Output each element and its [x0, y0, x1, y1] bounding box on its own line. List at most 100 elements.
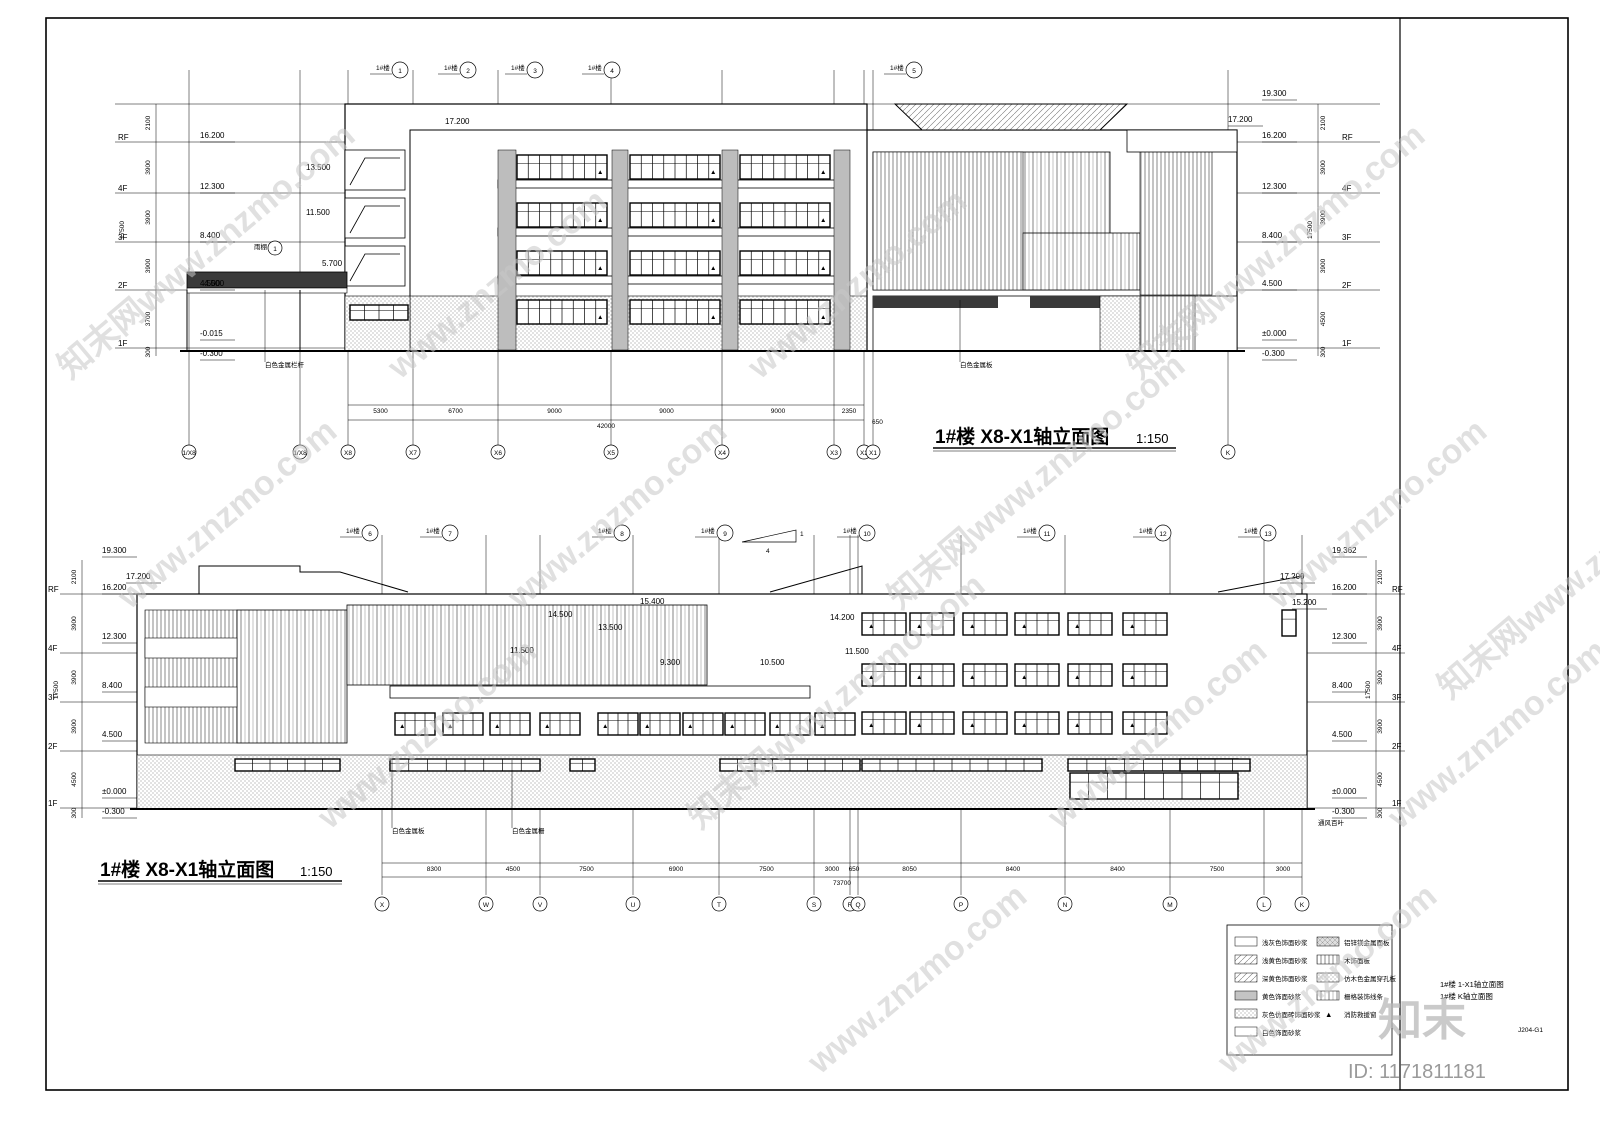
level-mark-right: -0.300: [1332, 807, 1355, 816]
rescue-window-icon: ▲: [729, 723, 735, 730]
level-mark-mid: 15.400: [640, 597, 665, 606]
dim-left: 3700: [145, 311, 152, 326]
dim-bottom: 650: [849, 866, 860, 873]
svg-text:5: 5: [912, 68, 916, 75]
svg-text:L: L: [1262, 902, 1266, 909]
axis-bubble: P: [953, 896, 969, 912]
window-bottom-2-4: [1067, 711, 1113, 735]
level-mark-canopy: 4.500: [204, 279, 225, 288]
material-legend: 浅灰色饰面砂浆铝锌镁金属面板浅黄色饰面砂浆木饰面板深黄色饰面砂浆仿木色金属穿孔板…: [1226, 924, 1397, 1056]
detail-tag: 1#楼 8: [592, 524, 631, 542]
dim-left: 300: [145, 346, 152, 357]
roof-slope-marker: 14: [741, 529, 804, 555]
bottom-elevation: ▲▲▲▲▲▲▲▲▲▲▲▲▲▲▲▲▲▲▲▲▲▲▲▲▲▲▲▲: [60, 535, 1405, 895]
svg-text:9: 9: [723, 531, 727, 538]
level-mark-mid: 10.500: [760, 658, 785, 667]
axis-bubble: U: [625, 896, 641, 912]
floor-label-left: 1F: [118, 339, 127, 348]
window-top-stair: [349, 304, 409, 321]
svg-text:雨棚: 雨棚: [254, 242, 268, 251]
window-bottom-2-0: [861, 711, 907, 735]
window-bottom-1-2: [962, 663, 1008, 687]
titleblock-line1: 1#楼 1-X1轴立面图: [1440, 979, 1504, 989]
total-height-right: 17500: [1365, 681, 1372, 699]
dim-left: 2100: [145, 115, 152, 130]
window-bottom-2f-0: [394, 712, 436, 736]
dim-bottom: 3000: [825, 866, 840, 873]
level-mark-left: 8.400: [200, 231, 221, 240]
rescue-window-icon: ▲: [1021, 722, 1027, 729]
axis-bubble: K: [1294, 896, 1310, 912]
floor-label-left: RF: [48, 585, 59, 594]
level-mark-mid: 11.500: [510, 646, 534, 655]
dim-left: 3900: [71, 719, 78, 734]
dim-bottom: 5300: [373, 408, 388, 415]
svg-text:4: 4: [766, 548, 770, 555]
rescue-window-icon: ▲: [447, 723, 453, 730]
sheet-border: [45, 17, 1569, 1091]
rescue-window-icon: ▲: [774, 723, 780, 730]
svg-text:P: P: [959, 902, 963, 909]
svg-text:1#楼: 1#楼: [588, 63, 602, 72]
svg-text:X7: X7: [409, 450, 417, 457]
rescue-window-icon: ▲: [820, 169, 826, 176]
window-top-1-1: [629, 202, 721, 228]
window-bottom-1f-1: [389, 758, 541, 772]
svg-text:X: X: [380, 902, 385, 909]
rescue-window-icon: ▲: [819, 723, 825, 730]
level-mark-right: 8.400: [1332, 681, 1353, 690]
level-mark-right: ±0.000: [1332, 787, 1357, 796]
window-bottom-1-1: [909, 663, 955, 687]
axis-bubble: M: [1162, 896, 1178, 912]
window-top-1-0: [516, 202, 608, 228]
window-bottom-1f-3: [719, 758, 861, 772]
window-bottom-2f-6: [682, 712, 724, 736]
floor-label-right: 1F: [1342, 339, 1351, 348]
window-top-0-0: [516, 154, 608, 180]
level-mark-right: 17.200: [1280, 572, 1305, 581]
axis-bubble: N: [1057, 896, 1073, 912]
window-top-2-1: [629, 250, 721, 276]
rescue-window-icon: ▲: [916, 722, 922, 729]
window-top-3-0: [516, 299, 608, 325]
dim-right: 2100: [1320, 115, 1327, 130]
floor-label-left: 2F: [118, 281, 127, 290]
window-bottom-2-1: [909, 711, 955, 735]
axis-bubble: 1/X8: [292, 444, 308, 460]
svg-text:2: 2: [466, 68, 470, 75]
dim-right: 3900: [1320, 210, 1327, 225]
total-height-right: 17500: [1307, 221, 1314, 239]
svg-text:K: K: [1226, 450, 1231, 457]
window-bottom-2f-8: [769, 712, 811, 736]
level-mark-mid: 17.200: [445, 117, 470, 126]
dim-bottom: 7500: [759, 866, 774, 873]
rescue-window-icon: ▲: [969, 722, 975, 729]
floor-label-left: 3F: [48, 693, 57, 702]
svg-text:1: 1: [800, 531, 804, 538]
dim-left: 4500: [71, 772, 78, 787]
dim-right: 3900: [1377, 616, 1384, 631]
rescue-window-icon: ▲: [687, 723, 693, 730]
svg-text:8: 8: [620, 531, 624, 538]
axis-bubble: X4: [714, 444, 730, 460]
dim-bottom: 3000: [1276, 866, 1291, 873]
svg-text:1#楼: 1#楼: [598, 526, 612, 535]
svg-text:1#楼: 1#楼: [511, 63, 525, 72]
axis-bubble: Q: [850, 896, 866, 912]
window-bottom-0-5: [1122, 612, 1168, 636]
rescue-window-icon: ▲: [710, 314, 716, 321]
titleblock-line2: 1#楼 K轴立面图: [1440, 991, 1493, 1001]
rescue-window-icon: ▲: [597, 265, 603, 272]
bottom-elevation-title: 1#楼 X8-X1轴立面图: [100, 858, 274, 881]
level-mark-right: 16.200: [1262, 131, 1287, 140]
legend-item: 铝锌镁金属面板: [1316, 936, 1390, 947]
dim-left: 3900: [71, 670, 78, 685]
rescue-window-icon: ▲: [494, 723, 500, 730]
svg-text:10: 10: [863, 531, 871, 538]
floor-label-right: 4F: [1342, 184, 1351, 193]
svg-text:1#楼: 1#楼: [843, 526, 857, 535]
window-bottom-1f-6: [1179, 758, 1251, 772]
floor-label-right: 3F: [1342, 233, 1351, 242]
